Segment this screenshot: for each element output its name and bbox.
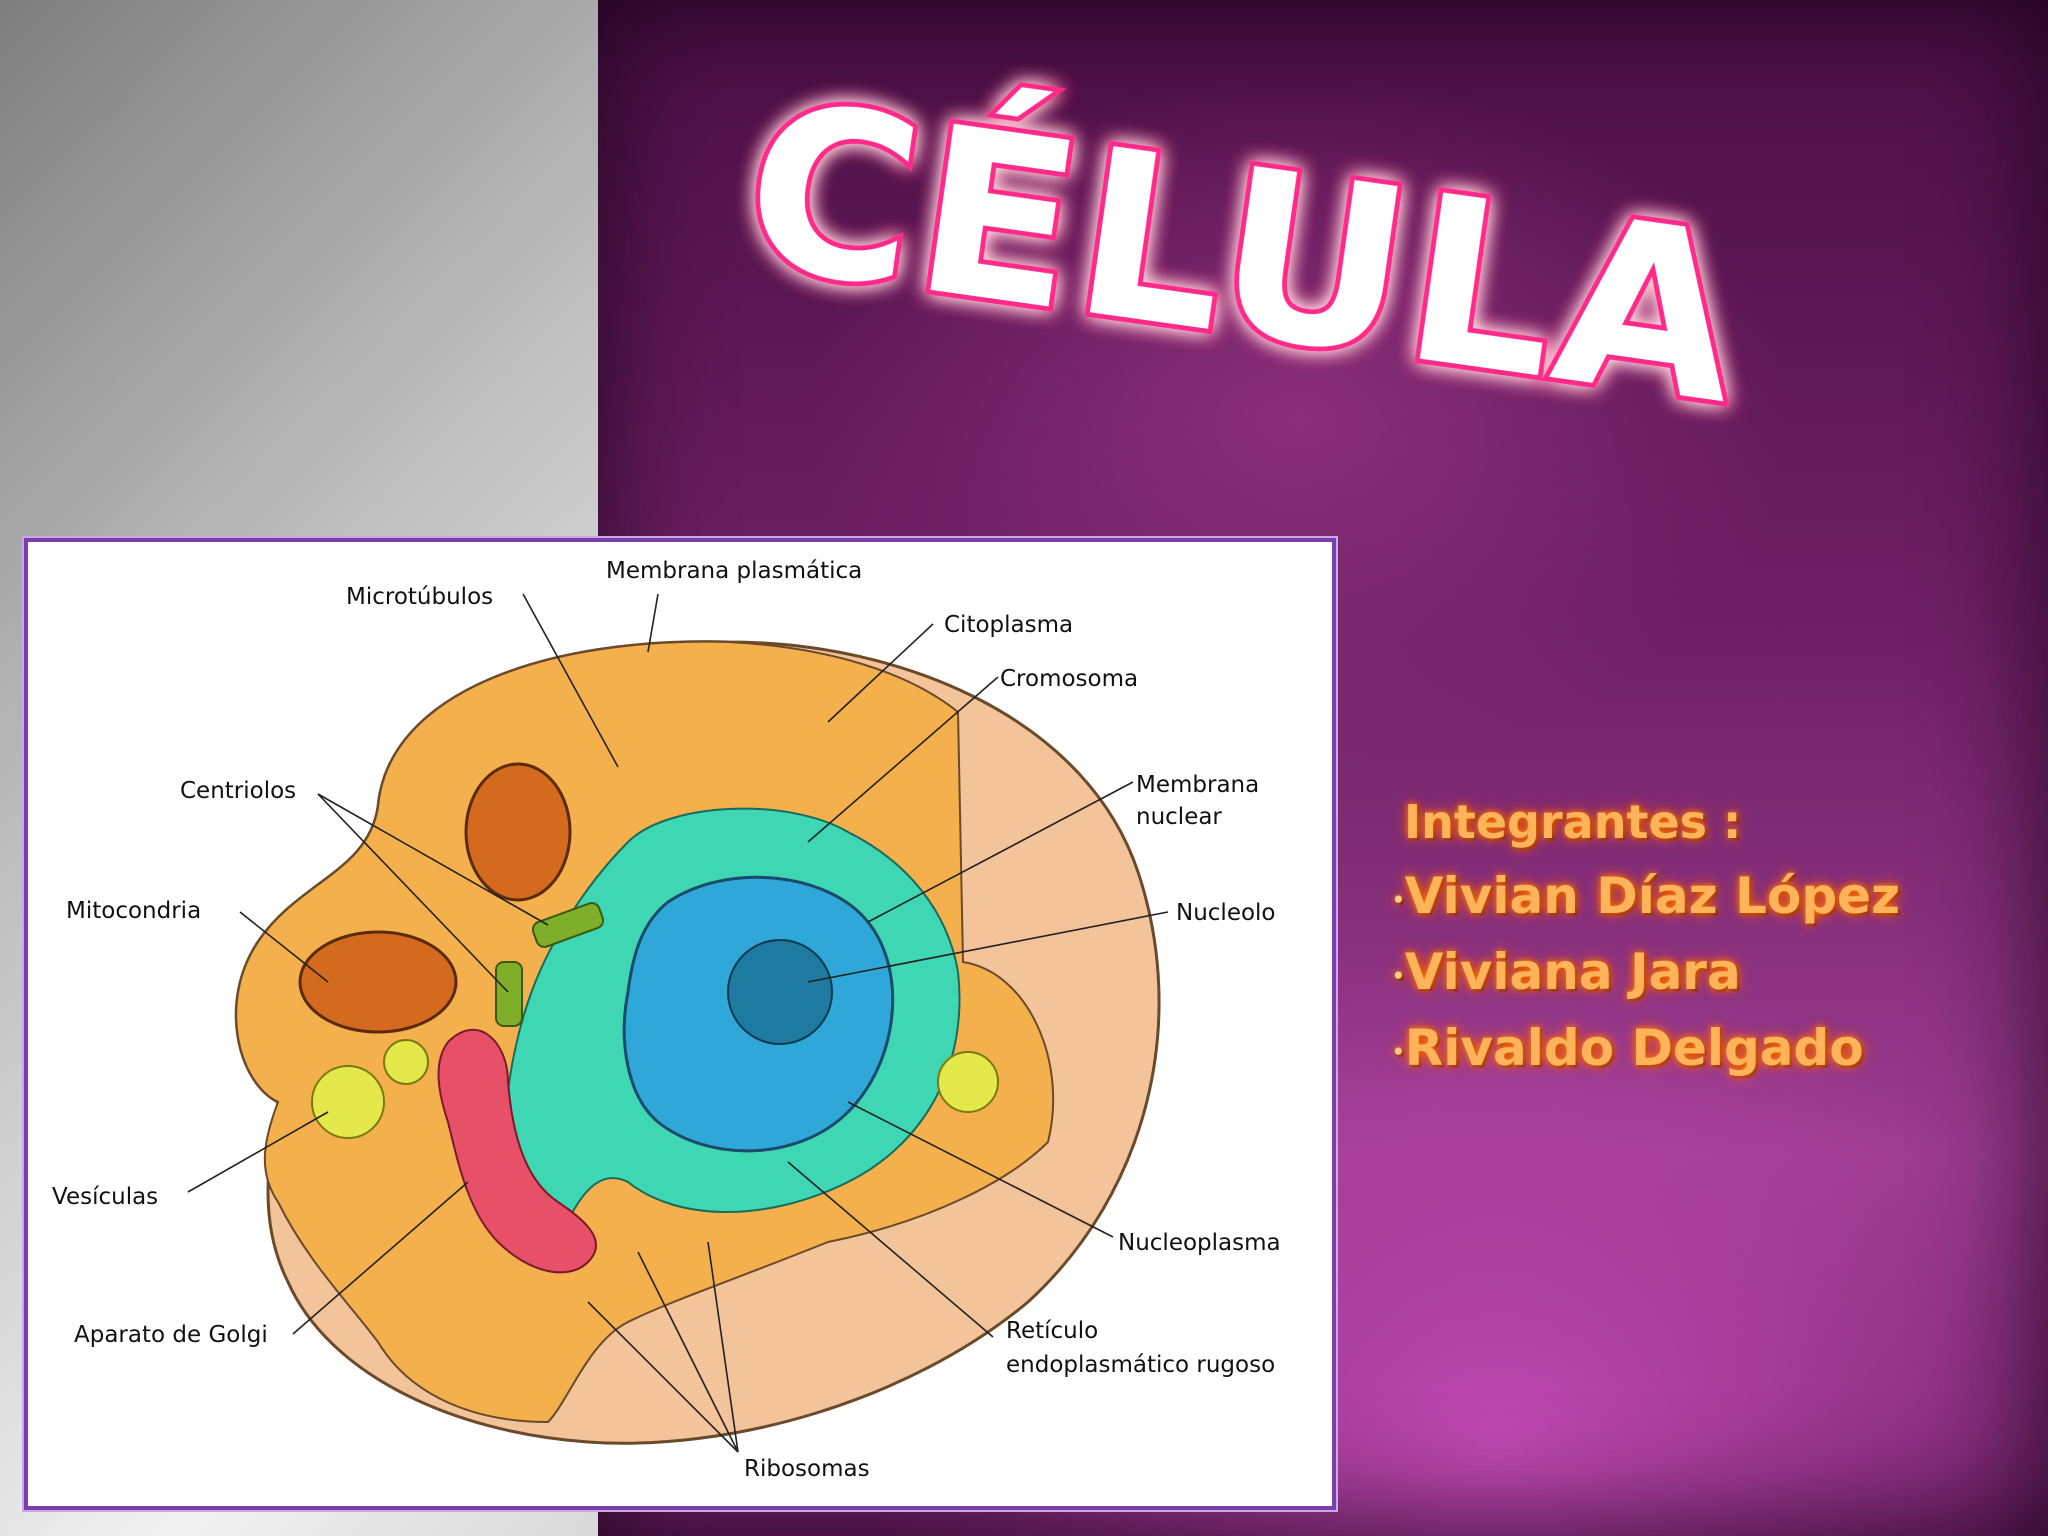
cell-diagram-frame: Microtúbulos Membrana plasmática Citopla… xyxy=(24,538,1336,1510)
slide-title: CÉLULA xyxy=(720,46,1763,461)
leader-line xyxy=(522,593,619,768)
leader-line xyxy=(292,1181,469,1335)
label-ribosomas: Ribosomas xyxy=(744,1456,870,1482)
label-membrana-plasmatica: Membrana plasmática xyxy=(606,558,862,584)
label-membrana-nuclear-1: Membrana xyxy=(1136,772,1259,798)
label-vesiculas: Vesículas xyxy=(52,1184,158,1210)
title-graphic: CÉLULA xyxy=(726,46,1763,461)
leader-line xyxy=(847,1101,1114,1238)
leader-line xyxy=(707,1241,739,1453)
bullet-icon: • xyxy=(1392,887,1405,912)
centriole xyxy=(495,961,523,1027)
leader-line xyxy=(637,1251,739,1453)
leader-line xyxy=(807,676,999,843)
bullet-icon: • xyxy=(1392,1039,1405,1064)
cell-diagram: Microtúbulos Membrana plasmática Citopla… xyxy=(52,558,1281,1482)
bullet-icon: • xyxy=(1392,963,1405,988)
label-citoplasma: Citoplasma xyxy=(944,612,1073,638)
leader-line xyxy=(787,1161,994,1338)
leader-line xyxy=(827,623,934,723)
label-centriolos: Centriolos xyxy=(180,778,296,804)
label-nucleoplasma: Nucleoplasma xyxy=(1118,1230,1281,1256)
member-item: •Vivian Díaz López xyxy=(1392,867,1901,925)
label-microtubulos: Microtúbulos xyxy=(346,584,493,610)
members-heading: Integrantes : xyxy=(1404,795,1742,849)
label-cromosoma: Cromosoma xyxy=(1000,666,1138,692)
vesicle xyxy=(311,1065,385,1139)
vesicle xyxy=(937,1051,999,1113)
vesicle xyxy=(383,1039,429,1085)
label-reticulo-2: endoplasmático rugoso xyxy=(1006,1352,1275,1378)
label-aparato-golgi: Aparato de Golgi xyxy=(74,1322,268,1348)
leader-line xyxy=(867,781,1134,923)
label-mitocondria: Mitocondria xyxy=(66,898,201,924)
leader-line xyxy=(317,793,509,993)
mitochondrion xyxy=(298,930,458,1034)
mitochondrion xyxy=(464,762,572,902)
leader-line xyxy=(239,911,329,983)
golgi-apparatus xyxy=(437,1028,598,1274)
leader-line xyxy=(587,1301,739,1453)
leader-line xyxy=(647,593,659,653)
centriole xyxy=(531,902,605,948)
member-item: •Rivaldo Delgado xyxy=(1392,1019,1864,1077)
label-reticulo-1: Retículo xyxy=(1006,1318,1098,1344)
label-membrana-nuclear-2: nuclear xyxy=(1136,804,1222,830)
nucleolus xyxy=(727,939,833,1045)
leader-line xyxy=(187,1111,329,1193)
leader-line xyxy=(317,793,549,926)
members-block: Integrantes : •Vivian Díaz López •Vivian… xyxy=(1392,795,1952,1095)
member-item: •Viviana Jara xyxy=(1392,943,1741,1001)
label-nucleolo: Nucleolo xyxy=(1176,900,1276,926)
leader-line xyxy=(807,911,1169,983)
